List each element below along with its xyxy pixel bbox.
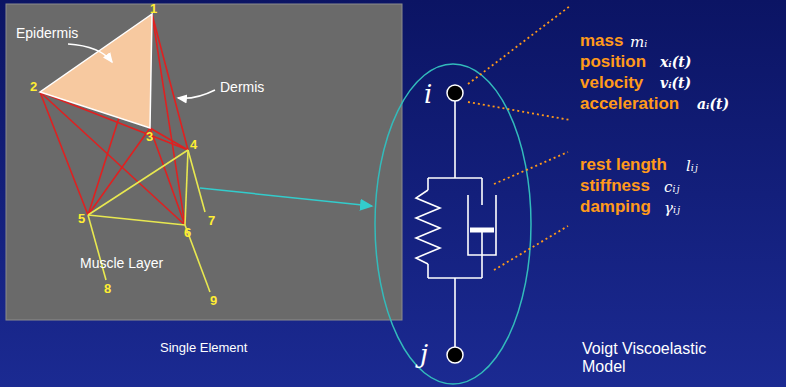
layer-name: Muscle Layer xyxy=(80,256,163,271)
node-label: i xyxy=(424,80,432,109)
layer-name: Dermis xyxy=(220,80,264,95)
property-name: velocity xyxy=(580,74,643,93)
mesh-panel xyxy=(6,4,402,320)
property-name: mass xyxy=(580,32,623,51)
math-symbol: mᵢ xyxy=(630,34,647,51)
property-name: stiffness xyxy=(580,177,650,196)
zoom-arrow xyxy=(200,188,372,206)
zoom-ellipse xyxy=(375,64,531,384)
callout-number: 8 xyxy=(104,282,111,296)
figure-caption: Single Element xyxy=(160,341,247,355)
math-symbol: cᵢⱼ xyxy=(664,179,679,196)
property-name: rest length xyxy=(580,156,667,175)
callout-number: 4 xyxy=(190,138,197,152)
math-symbol: lᵢⱼ xyxy=(686,158,698,175)
node-label: j xyxy=(420,340,428,369)
math-symbol: vᵢ(t) xyxy=(660,76,691,91)
callout-number: 1 xyxy=(150,2,157,16)
callout-number: 2 xyxy=(30,80,37,94)
property-name: acceleration xyxy=(580,95,679,114)
property-name: damping xyxy=(580,198,651,217)
math-symbol: xᵢ(t) xyxy=(660,55,691,70)
layer-name: Epidermis xyxy=(16,26,78,41)
model-caption: Voigt Viscoelastic Model xyxy=(582,340,742,375)
property-name: position xyxy=(580,53,646,72)
pointer-arrow xyxy=(68,44,112,62)
leader-line xyxy=(468,6,570,270)
pointer-arrow xyxy=(178,90,215,98)
math-symbol: aᵢ(t) xyxy=(697,97,729,112)
callout-number: 5 xyxy=(78,212,85,226)
mass-node xyxy=(447,85,463,101)
callout-number: 3 xyxy=(146,130,153,144)
callout-number: 9 xyxy=(210,294,217,308)
math-symbol: γᵢⱼ xyxy=(664,200,680,217)
callout-number: 6 xyxy=(184,226,191,240)
mass-node xyxy=(447,347,463,363)
callout-number: 7 xyxy=(208,214,215,228)
dermis-springs xyxy=(40,14,188,225)
voigt-element xyxy=(416,100,496,348)
